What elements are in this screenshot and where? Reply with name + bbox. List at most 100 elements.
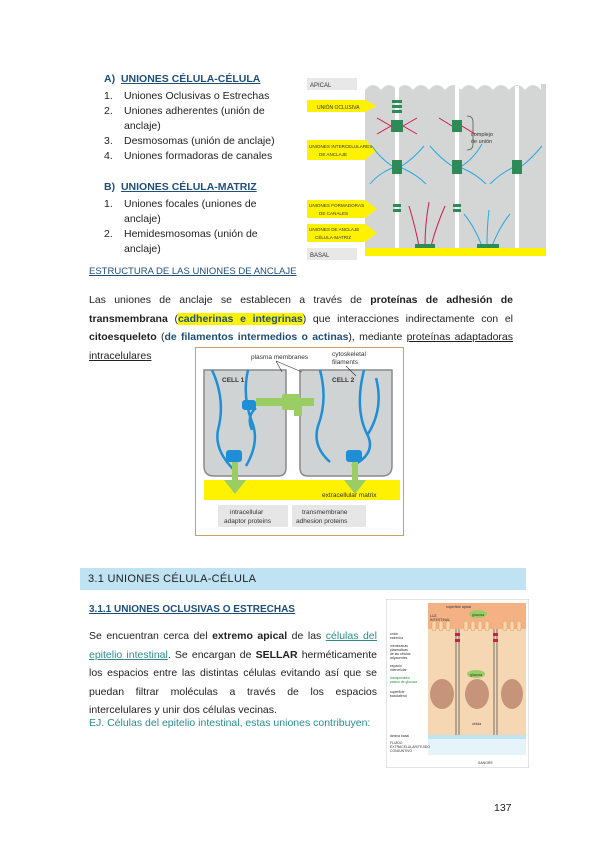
cytoskeletal-label-2: filaments: [332, 359, 359, 366]
section-b-letter: B): [104, 181, 116, 193]
section-b-heading: B) UNIONES CÉLULA-MATRIZ: [104, 181, 257, 193]
label-superficie-2: basolateral: [390, 694, 407, 698]
extracellular-matrix-label: extracellular matrix: [322, 492, 377, 499]
label-celula: célula: [472, 722, 481, 726]
structure-heading: ESTRUCTURA DE LAS UNIONES DE ANCLAJE: [89, 266, 297, 277]
section-a-letter: A): [104, 73, 116, 85]
section-a-item-text: Uniones adherentes (unión de: [124, 105, 265, 117]
section-a-item: 2. Uniones adherentes (unión de: [104, 104, 294, 119]
transmembrane-label-2: adhesion proteins: [296, 518, 348, 525]
section-a-heading: A) UNIONES CÉLULA-CÉLULA: [104, 73, 260, 85]
adherens-junction: [376, 117, 476, 135]
p1-cadherins-highlight: cadherinas e integrinas: [177, 312, 303, 325]
section-a-item: 3.Desmosomas (unión de anclaje): [104, 134, 294, 149]
cell-2-label: CELL 2: [332, 377, 355, 384]
section-a-item-number: 3.: [104, 135, 113, 147]
section-a-item: 4. Uniones formadoras de canales: [104, 149, 294, 164]
section-a-item-number: 2.: [104, 105, 113, 117]
section-a-item-text: anclaje): [124, 120, 161, 132]
p2-text-2: de las: [287, 630, 326, 642]
section-b-item-number: 1.: [104, 198, 113, 210]
section-a-list: 1. Uniones Oclusivas o Estrechas 2. Uniones…: [104, 89, 294, 164]
label-anclaje-matriz-1: UNIONES DE ANCLAJE: [309, 227, 359, 232]
label-fluido-3: CONJUNTIVO: [390, 749, 412, 753]
glucose-cell: [467, 670, 485, 678]
label-luz-1: LUZ: [430, 614, 437, 618]
junctions-overview-figure: APICAL UNIÓN OCLUSIVA UNIONES INTERCELUL…: [307, 76, 548, 262]
label-sangre: SANGRE: [478, 761, 493, 765]
section-a-item-text: Uniones Oclusivas o Estrechas: [124, 90, 270, 102]
section-b-item-number: 2.: [104, 228, 113, 240]
section-b-title: UNIONES CÉLULA-MATRIZ: [120, 181, 257, 193]
label-transportador-2: pasivo de glucosa: [390, 680, 417, 684]
nucleus-center: [465, 679, 489, 709]
cytoskeletal-filaments: [210, 369, 380, 471]
label-formadoras-2: DE CANALES: [319, 211, 348, 216]
example-line: EJ. Células del epitelio intestinal, est…: [89, 717, 371, 729]
cell-matrix-junction: [408, 201, 511, 248]
intracellular-label-2: adaptor proteins: [224, 518, 272, 525]
cytoskeletal-label-1: cytoskeletal: [332, 351, 367, 358]
section-b-item: anclaje): [104, 212, 294, 227]
glucose-lumen: [469, 610, 487, 618]
label-superficie-apical: superficie apical: [446, 605, 471, 609]
p1-filaments: de filamentos intermedios o actinas: [164, 331, 349, 343]
glucose-label-cell: glucosa: [470, 673, 482, 677]
glucose-label-lumen: glucosa: [472, 613, 484, 617]
desmosome: [369, 143, 543, 185]
adaptor-protein-top-left: [242, 400, 256, 410]
adaptor-protein-bottom-left: [226, 450, 242, 462]
cell-1-label: CELL 1: [222, 377, 245, 384]
label-fluido-2: EXTRACELULAR/TEJIDO: [390, 745, 430, 749]
label-membranas-4: adyacentes: [390, 656, 408, 660]
label-transportador-1: transportador: [390, 676, 411, 680]
p1-text-1: Las uniones de anclaje se establecen a t…: [89, 294, 371, 306]
label-union-estrecha-2: estrecha: [390, 636, 403, 640]
label-membranas-2: plasmáticas: [390, 648, 408, 652]
microvilli: [431, 620, 522, 632]
p2-seal: SELLAR: [255, 648, 298, 661]
adaptor-protein-bottom-right: [346, 450, 362, 462]
subheading-text: 3.1.1 UNIONES OCLUSIVAS O ESTRECHAS: [89, 604, 295, 615]
extracellular-fluid: [428, 739, 526, 755]
section-b-item: 1. Uniones focales (uniones de: [104, 197, 294, 212]
label-union-estrecha-1: unión: [390, 632, 398, 636]
tight-junction: [392, 100, 402, 113]
basal-lamina: [428, 735, 526, 739]
section-a-item-number: 4.: [104, 150, 113, 162]
label-fluido-1: FLUIDO: [390, 741, 403, 745]
section-b-item-text: anclaje): [124, 243, 161, 255]
intestinal-lumen: [428, 603, 526, 633]
label-formadoras-1: UNIONES FORMADORAS: [309, 203, 364, 208]
label-superficie-1: superficie: [390, 690, 405, 694]
cell-membranes: [455, 629, 498, 735]
anchoring-paragraph: Las uniones de anclaje se establecen a t…: [89, 291, 513, 365]
p1-cytoskeleton: citoesqueleto: [89, 331, 157, 343]
section-b-item-text: anclaje): [124, 213, 161, 225]
section-b-item: 2.Hemidesmosomas (unión de: [104, 227, 294, 242]
tight-junction-markers: [455, 633, 498, 642]
label-anclaje-matriz-2: CÉLULA-MATRIZ: [315, 234, 351, 240]
subheading: 3.1.1 UNIONES OCLUSIVAS O ESTRECHAS: [89, 604, 295, 615]
label-espacio-1: espacio: [390, 664, 402, 668]
label-union-oclusiva: UNIÓN OCLUSIVA: [317, 104, 360, 111]
label-complejo-2: de unión: [471, 139, 492, 145]
section-a-title: UNIONES CÉLULA-CÉLULA: [120, 73, 261, 85]
p1-text-4: (: [156, 331, 165, 343]
section-banner: 3.1 UNIONES CÉLULA-CÉLULA: [80, 568, 526, 590]
p2-text-3: . Se encargan de: [167, 648, 256, 661]
label-uniones-intercelulares-1: UNIONES INTERCELULARES: [309, 144, 372, 149]
p2-epithelial-cells: células del epitelio intestinal: [89, 630, 377, 661]
page-number: 137: [494, 802, 512, 814]
label-uniones-intercelulares-2: DE ANCLAJE: [319, 152, 347, 157]
p1-text-5: ), mediante: [348, 331, 407, 343]
section-a-item-text: Uniones formadoras de canales: [124, 150, 273, 162]
cell-1: [203, 369, 287, 477]
intestinal-epithelium-figure: superficie apical LUZ INTESTINAL glucosa…: [386, 599, 529, 768]
transmembrane-label-1: transmembrane: [302, 509, 348, 516]
label-membranas-3: de las células: [390, 652, 411, 656]
section-a-item-number: 1.: [104, 90, 113, 102]
label-lamina-basal: lámina basal: [390, 734, 409, 738]
section-b-item-text: Uniones focales (uniones de: [124, 198, 257, 210]
tight-junction-paragraph: Se encuentran cerca del extremo apical d…: [89, 627, 377, 720]
